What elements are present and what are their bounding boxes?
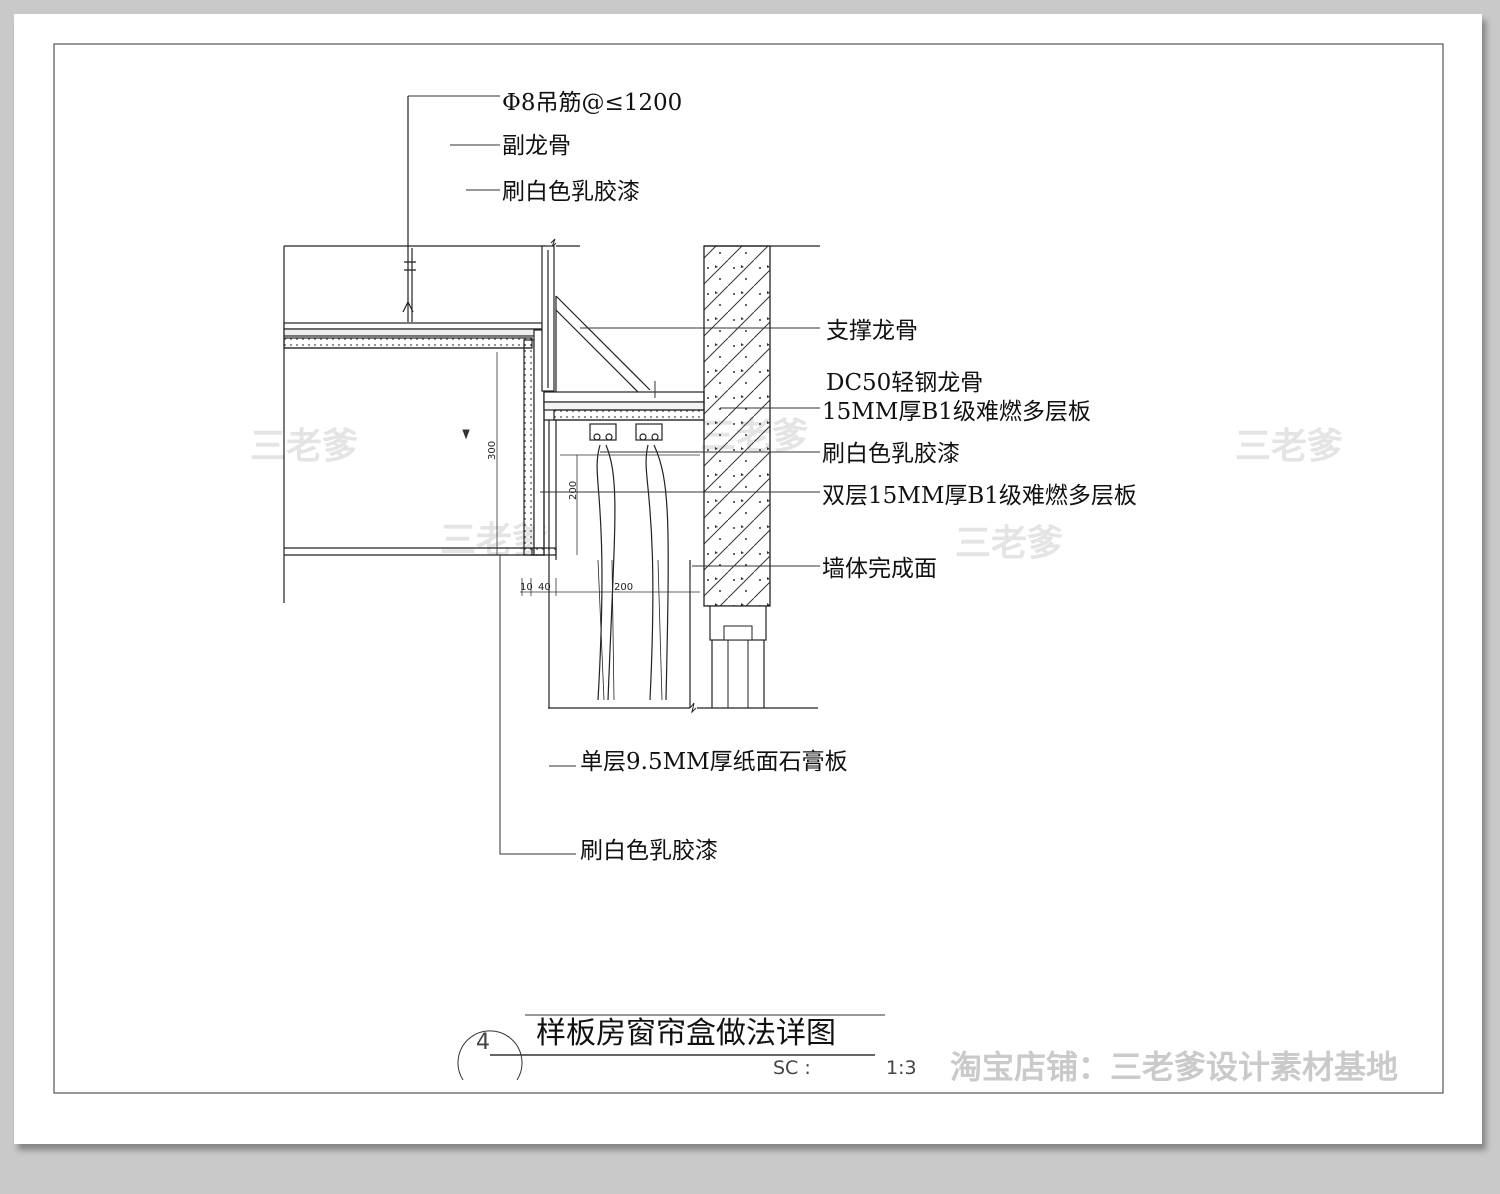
dimension-texts: 300 200 10 40 200 <box>487 441 633 593</box>
dim-40: 40 <box>538 582 551 593</box>
dim-200-vertical: 200 <box>568 481 579 500</box>
drawing-sheet: 三老爹 三老爹 三老爹 三老爹 三老爹 <box>14 14 1482 1144</box>
drawing-frame <box>53 43 1444 1094</box>
title-block: 4 样板房窗帘盒做法详图 SC : 1:3 <box>457 1014 917 1081</box>
detail-number: 4 <box>476 1030 490 1055</box>
concrete-wall <box>703 245 771 708</box>
watermark-mark: 三老爹 <box>250 426 358 467</box>
label-board-15mm: 15MM厚B1级难燃多层板 <box>822 399 1091 425</box>
label-sub-keel: 副龙骨 <box>502 133 571 159</box>
scale-value: 1:3 <box>886 1057 917 1079</box>
leader-lines <box>408 95 820 855</box>
dimensions <box>496 352 700 596</box>
watermark-mark: 三老爹 <box>1235 426 1343 467</box>
label-gypsum: 单层9.5MM厚纸面石膏板 <box>580 749 848 775</box>
drawing-title: 样板房窗帘盒做法详图 <box>536 1016 836 1051</box>
dim-200-horizontal: 200 <box>614 582 633 593</box>
dim-300: 300 <box>487 441 498 460</box>
label-paint-bottom: 刷白色乳胶漆 <box>580 838 718 864</box>
cad-detail-drawing: 三老爹 三老爹 三老爹 三老爹 三老爹 <box>53 43 1444 1094</box>
watermarks: 三老爹 三老爹 三老爹 三老爹 三老爹 <box>250 416 1343 564</box>
scale-label: SC : <box>773 1057 811 1079</box>
label-support-keel: 支撑龙骨 <box>826 318 918 344</box>
label-double-board: 双层15MM厚B1级难燃多层板 <box>822 483 1137 509</box>
label-wall-finish: 墙体完成面 <box>822 556 937 582</box>
watermark-shop: 淘宝店铺：三老爹设计素材基地 <box>950 1048 1398 1086</box>
label-dc50-keel: DC50轻钢龙骨 <box>826 370 983 396</box>
label-hanger: Φ8吊筋@≤1200 <box>502 90 682 116</box>
callout-labels: Φ8吊筋@≤1200 副龙骨 刷白色乳胶漆 支撑龙骨 DC50轻钢龙骨 15MM… <box>502 90 1137 864</box>
label-paint-mid: 刷白色乳胶漆 <box>822 441 960 467</box>
ceiling-section <box>283 96 820 714</box>
dim-10: 10 <box>520 582 533 593</box>
watermark-mark: 三老爹 <box>955 523 1063 564</box>
label-paint-top: 刷白色乳胶漆 <box>502 179 640 205</box>
